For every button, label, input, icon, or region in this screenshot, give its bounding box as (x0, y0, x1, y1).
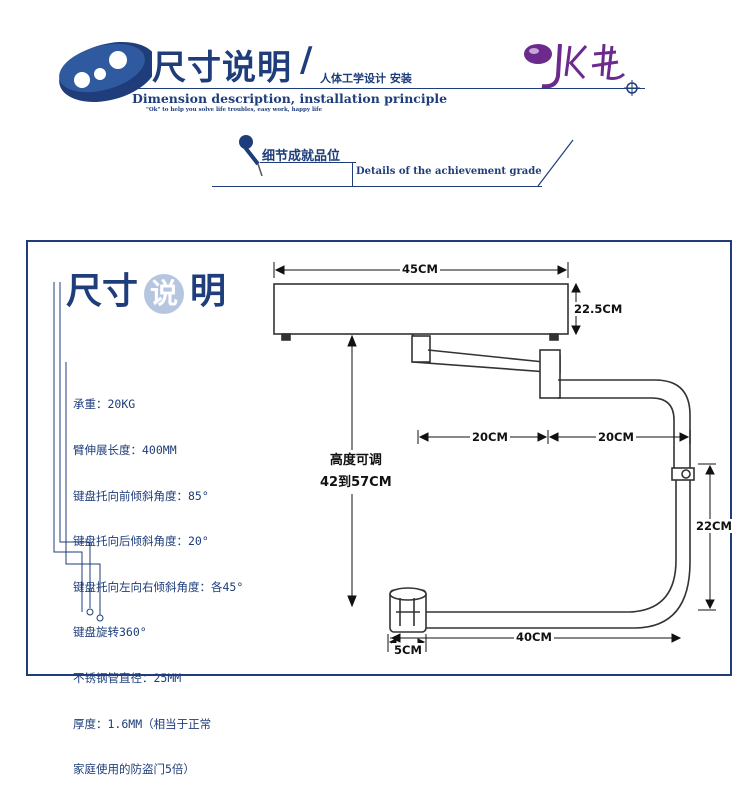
dim-clamp-label: 5CM (392, 643, 424, 657)
keyboard-tray (273, 283, 569, 335)
swivel-joint (539, 349, 561, 399)
pin-icon (236, 132, 266, 186)
section-title-badge: 说 (144, 274, 185, 314)
section-title: 尺寸说明 (66, 262, 226, 314)
decorative-lines (40, 282, 120, 626)
title-slash: / (300, 40, 313, 80)
dim-height-label: 高度可调 42到57CM (320, 450, 392, 494)
detail-diagonal (528, 138, 578, 192)
dim-bottom-label: 40CM (514, 630, 554, 644)
spec-thickness-note: 家庭使用的防盗门5倍） (73, 762, 195, 777)
detail-title: 细节成就品位 (262, 149, 341, 164)
detail-vline (352, 162, 353, 186)
spec-forward-tilt: 键盘托向前倾斜角度：85° (73, 488, 209, 503)
spec-tube-diameter: 不锈钢管直径：25MM (73, 671, 182, 686)
spec-rotation: 键盘旋转360° (73, 625, 147, 640)
dim-thickness-label: 22.5CM (572, 302, 625, 316)
lower-tube (426, 480, 677, 613)
page-subtitle: 人体工学设计 安装 (320, 72, 412, 85)
detail-baseline (212, 186, 542, 187)
detail-english: Details of the achievement grade (356, 166, 542, 177)
spec-arm-length: 臂伸展长度：400MM (73, 443, 177, 458)
height-adjustable-text: 高度可调 (329, 453, 382, 468)
tray-bracket (412, 334, 561, 373)
spec-backward-tilt: 键盘托向后倾斜角度：20° (73, 534, 209, 549)
detail-underline (260, 162, 356, 163)
header-underline (130, 88, 645, 89)
dim-arm-left-label: 20CM (470, 430, 510, 444)
support-arm (558, 379, 691, 470)
spec-side-tilt: 键盘托向左向右倾斜角度：各45° (73, 579, 244, 594)
section-title-part-1: 尺寸 (66, 270, 139, 312)
english-title: Dimension description, installation prin… (132, 91, 448, 106)
dimension-panel (26, 240, 732, 676)
spec-thickness: 厚度：1.6MM（相当于正常 (73, 716, 212, 731)
brand-logo (520, 36, 650, 100)
section-title-part-2: 明 (190, 270, 227, 312)
spec-load: 承重：20KG (73, 397, 136, 412)
height-range-text: 42到57CM (320, 475, 392, 490)
header-logo-graphic (52, 28, 157, 112)
dim-arm-right-label: 20CM (596, 430, 636, 444)
dim-vertical-label: 22CM (694, 519, 734, 533)
keyboard-tray-drawing (273, 262, 716, 652)
dim-width-label: 45CM (400, 262, 440, 276)
english-tagline: "Ok" to help you solve life troubles, ea… (146, 107, 323, 113)
page-title: 尺寸说明 (152, 48, 292, 88)
